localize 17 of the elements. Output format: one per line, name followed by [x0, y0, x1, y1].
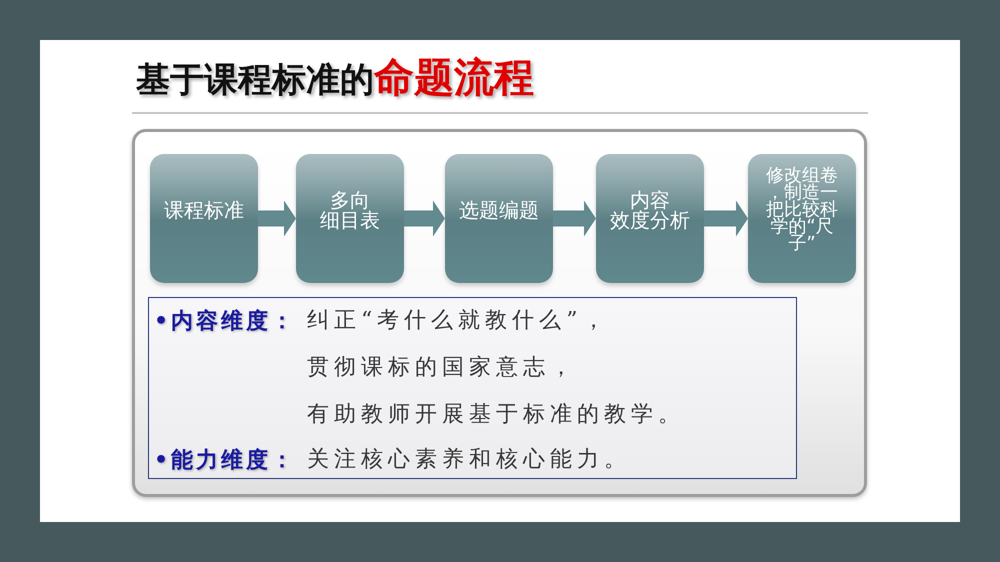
- block-arrow: [258, 200, 296, 236]
- body-text: 贯彻课标的国家意志，: [307, 354, 577, 382]
- bullet-heading: •能力维度：: [154, 446, 296, 475]
- body-text: 有助教师开展基于标准的教学。: [307, 401, 685, 429]
- bullet-heading: •内容维度：: [154, 307, 296, 336]
- process-box: 选题编题: [445, 154, 553, 283]
- process-box: 多向细目表: [296, 154, 404, 283]
- process-box: 修改组卷，制造一把比较科学的“尺子”: [748, 154, 856, 283]
- text-panel: [148, 297, 797, 479]
- block-arrow: [704, 200, 748, 236]
- body-text: 关注核心素养和核心能力。: [307, 446, 631, 474]
- block-arrow: [553, 200, 596, 236]
- block-arrow: [404, 200, 445, 236]
- title: 基于课程标准的命题流程: [136, 54, 534, 103]
- process-box: 内容效度分析: [596, 154, 704, 283]
- process-box: 课程标准: [150, 154, 258, 283]
- body-text: 纠正“考什么就教什么”，: [307, 307, 610, 335]
